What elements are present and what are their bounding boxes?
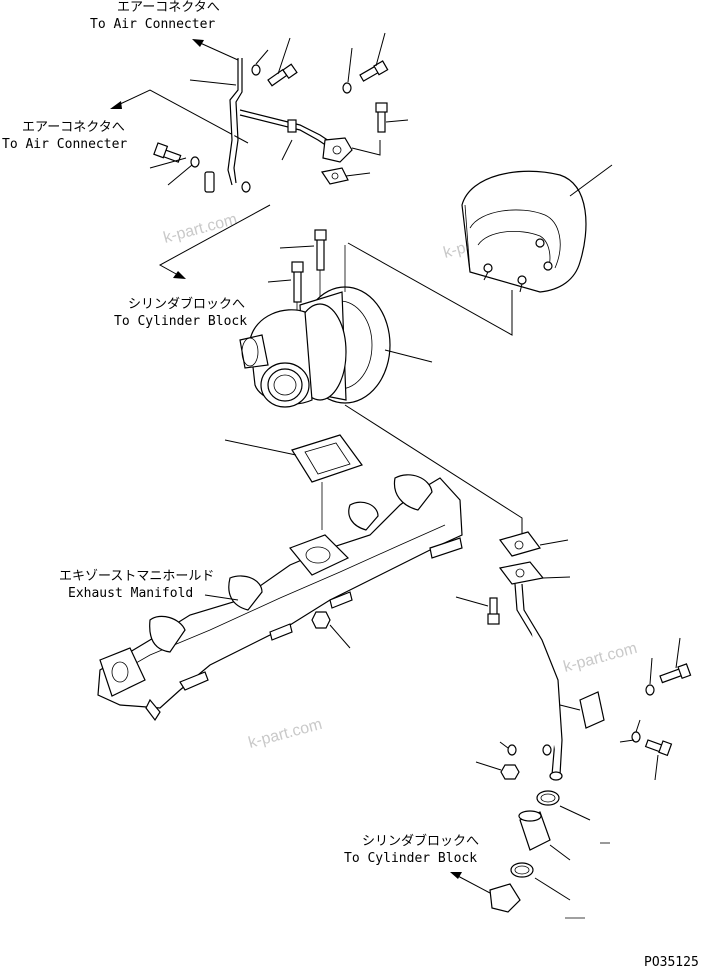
fitting-icon xyxy=(489,883,521,913)
bolt-icon xyxy=(267,63,298,87)
clamp-icon xyxy=(510,862,534,878)
watermark: k-part.com xyxy=(562,640,639,676)
watermark: k-part.com xyxy=(247,716,324,752)
turbo-gasket xyxy=(224,404,523,540)
cylinder-block-label-jp-2: シリンダブロックへ xyxy=(362,833,479,849)
bolt-icon xyxy=(153,142,182,163)
exhaust-manifold xyxy=(97,474,463,722)
air-connector-label-en: To Air Connecter xyxy=(90,17,215,32)
bolt-icon xyxy=(644,739,673,757)
hose-assembly xyxy=(450,790,610,919)
washer-icon xyxy=(251,64,261,76)
heat-shield xyxy=(347,164,613,336)
clamp-icon xyxy=(536,790,560,806)
clip-icon xyxy=(543,261,553,271)
washer-icon xyxy=(542,744,552,756)
bolt-icon xyxy=(375,102,388,133)
air-connector-label-jp: エアーコネクタへ xyxy=(117,0,220,15)
cylinder-block-label-en-2: To Cylinder Block xyxy=(344,851,477,866)
clip-icon xyxy=(535,238,545,248)
air-pipe-assembly xyxy=(110,32,409,279)
washer-icon xyxy=(507,744,517,756)
watermark: k-part.com xyxy=(162,211,239,247)
bolt-icon xyxy=(291,261,304,303)
clip-icon xyxy=(517,275,527,293)
bolt-icon xyxy=(314,229,327,271)
washer-icon xyxy=(645,684,655,696)
air-connector-label-jp-2: エアーコネクタへ xyxy=(22,120,125,135)
drawing-code: PO35125 xyxy=(644,955,699,970)
nut-icon xyxy=(311,611,331,629)
washer-icon xyxy=(241,181,251,193)
bolt-icon xyxy=(659,663,692,684)
oil-drain-pipe xyxy=(455,531,692,781)
bolt-icon xyxy=(359,60,389,82)
fitting-icon xyxy=(204,171,215,193)
nut-icon xyxy=(500,764,520,780)
bolt-icon xyxy=(487,597,500,625)
exhaust-manifold-label-en: Exhaust Manifold xyxy=(68,586,193,601)
air-connector-label-en-2: To Air Connecter xyxy=(2,137,127,152)
cylinder-block-label-jp: シリンダブロックへ xyxy=(128,296,245,312)
cylinder-block-label-en: To Cylinder Block xyxy=(114,314,247,329)
exhaust-manifold-label-jp: エキゾーストマニホールド xyxy=(59,569,214,584)
washer-icon xyxy=(342,82,352,94)
clip-icon xyxy=(483,263,493,281)
washer-icon xyxy=(190,156,200,168)
turbocharger xyxy=(239,229,433,408)
